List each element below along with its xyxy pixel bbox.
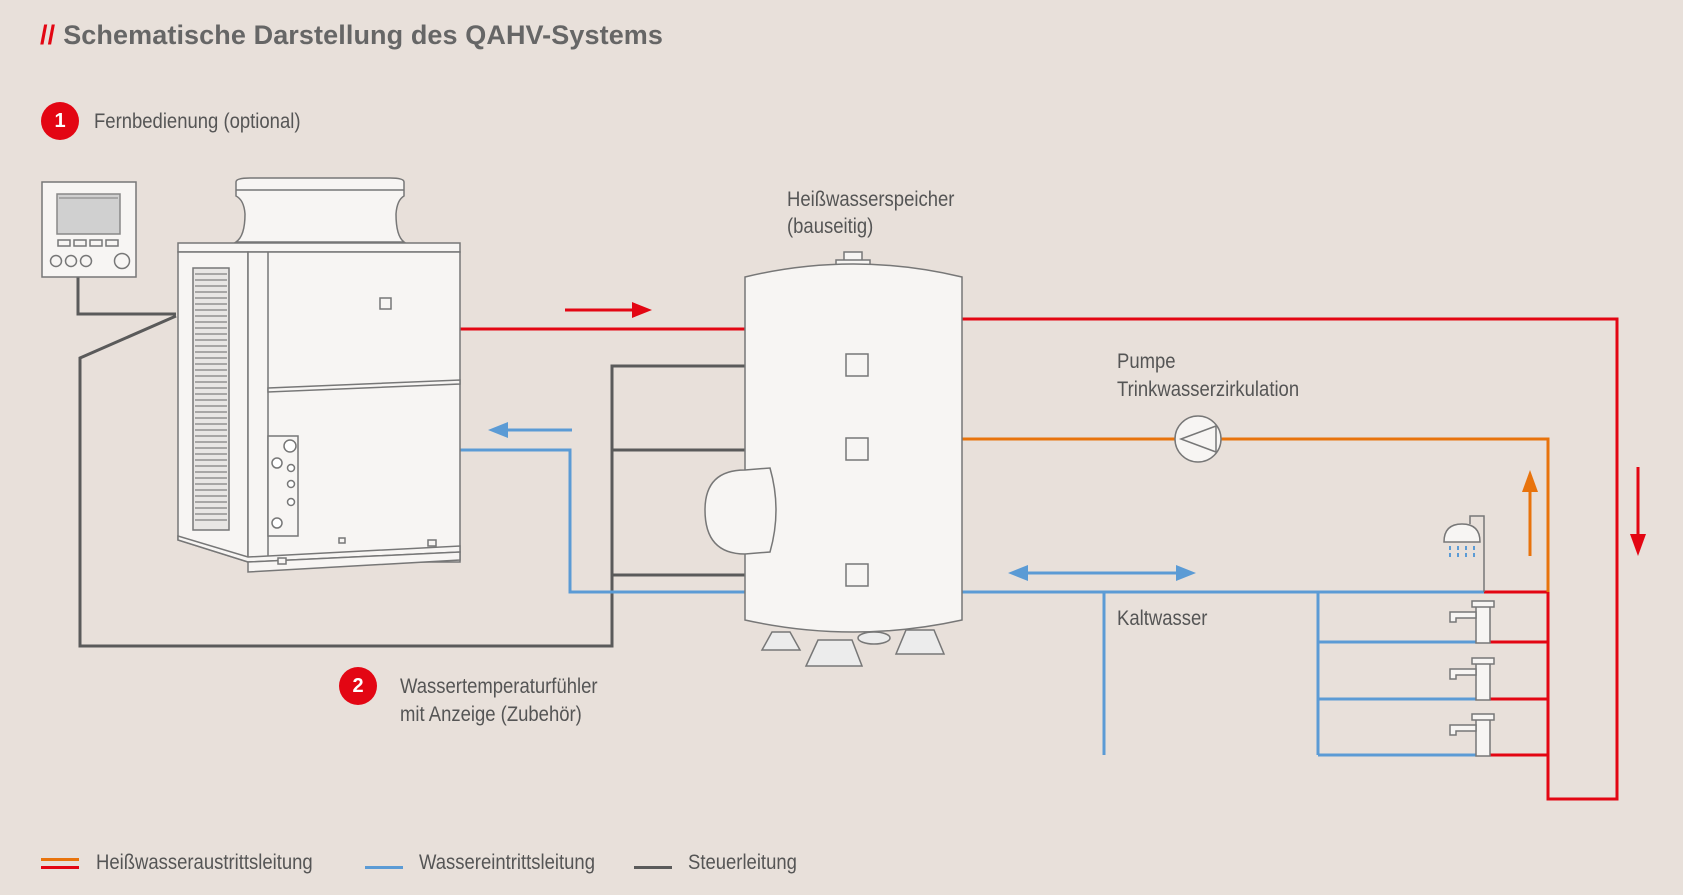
- pump-label-line1: Pumpe: [1117, 350, 1176, 373]
- arrow-hot-down: [1630, 467, 1646, 556]
- callout-label-remote: Fernbedienung (optional): [94, 110, 301, 133]
- tap-icon-2: [1449, 657, 1495, 701]
- arrow-cold-left: [488, 422, 572, 438]
- arrow-circulation-up: [1522, 470, 1538, 556]
- control-line-remote: [76, 277, 176, 316]
- hot-water-lines: [460, 317, 1619, 801]
- cold-water-label: Kaltwasser: [1117, 607, 1208, 630]
- page-title: //Schematische Darstellung des QAHV-Syst…: [40, 20, 663, 51]
- tank-label-line2: (bauseitig): [787, 215, 874, 238]
- legend-swatch-inlet: [365, 866, 403, 869]
- hot-water-main: [962, 317, 1619, 801]
- title-text: Schematische Darstellung des QAHV-System…: [63, 20, 664, 50]
- callout-label-sensor-line2: mit Anzeige (Zubehör): [400, 703, 582, 726]
- legend-label-hot-water: Heißwasseraustrittsleitung: [96, 851, 313, 874]
- arrow-hot-right: [565, 302, 652, 318]
- pump-label-line2: Trinkwasserzirkulation: [1117, 378, 1300, 401]
- cold-water-to-heatpump: [460, 448, 745, 594]
- tap-icon-3: [1449, 713, 1495, 757]
- legend-label-inlet: Wassereintrittsleitung: [419, 851, 595, 874]
- tap-icon-1: [1449, 600, 1495, 644]
- hot-water-tank: [704, 251, 963, 667]
- legend-swatch-hot-water-red: [41, 866, 79, 869]
- heat-pump-unit: [177, 177, 461, 573]
- legend-swatch-control: [634, 866, 672, 869]
- shower-icon: [1443, 515, 1485, 592]
- callout-badge-2: 2: [339, 667, 377, 705]
- callout-label-sensor-line1: Wassertemperaturfühler: [400, 675, 598, 698]
- callout-badge-1: 1: [41, 102, 79, 140]
- tank-label-line1: Heißwasserspeicher: [787, 188, 955, 211]
- arrow-cold-bidirectional: [1008, 565, 1196, 581]
- legend-swatch-hot-water-orange: [41, 858, 79, 861]
- cold-water-lines: [460, 448, 1548, 757]
- legend-label-control: Steuerleitung: [688, 851, 797, 874]
- circulation-return: [1220, 437, 1550, 592]
- circulation-pump-icon: [1174, 415, 1222, 463]
- title-prefix: //: [40, 20, 56, 50]
- remote-controller: [41, 181, 137, 278]
- control-line-sensors: [78, 314, 856, 648]
